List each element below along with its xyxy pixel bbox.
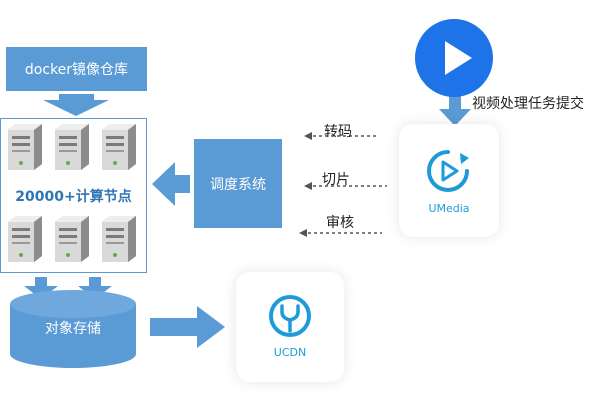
- umedia-logo-icon: [427, 150, 469, 192]
- scheduler-label: 调度系统: [210, 176, 266, 193]
- docker-registry-label: docker镜像仓库: [24, 62, 129, 78]
- arrow-cluster-to-storage-2: [78, 277, 112, 299]
- ucdn-label: UCDN: [273, 346, 307, 359]
- ucdn-logo-icon: [269, 295, 311, 337]
- arrow-cluster-to-storage-1: [24, 277, 58, 299]
- op-label-review: 审核: [326, 215, 354, 231]
- server-icon: [8, 124, 42, 170]
- server-icon: [55, 124, 89, 170]
- op-label-transcode: 转码: [324, 124, 352, 140]
- op-arrowhead-1: [304, 132, 312, 140]
- arrow-play-to-umedia: [439, 96, 471, 126]
- arrow-storage-to-ucdn: [150, 306, 225, 348]
- umedia-label: UMedia: [428, 202, 470, 215]
- compute-cluster-label: 20000+计算节点: [15, 189, 132, 205]
- storage-cylinder: [10, 290, 136, 368]
- op-arrowhead-3: [299, 229, 307, 237]
- ucdn-card: UCDN: [236, 272, 344, 382]
- arrow-scheduler-to-cluster: [152, 162, 190, 206]
- server-icon: [102, 216, 136, 262]
- operation-arrows: [308, 135, 387, 234]
- server-icon: [102, 124, 136, 170]
- play-icon: [415, 19, 493, 97]
- video-task-submit-label: 视频处理任务提交: [472, 96, 584, 112]
- server-icon: [55, 216, 89, 262]
- op-arrowhead-2: [304, 182, 312, 190]
- op-label-slice: 切片: [322, 172, 350, 188]
- server-icon: [8, 216, 42, 262]
- arrow-repo-to-cluster: [43, 94, 109, 116]
- docker-registry-box: docker镜像仓库: [6, 47, 147, 91]
- object-storage-label: 对象存储: [45, 321, 101, 337]
- scheduler-box: 调度系统: [194, 139, 282, 228]
- umedia-card: UMedia: [399, 124, 499, 237]
